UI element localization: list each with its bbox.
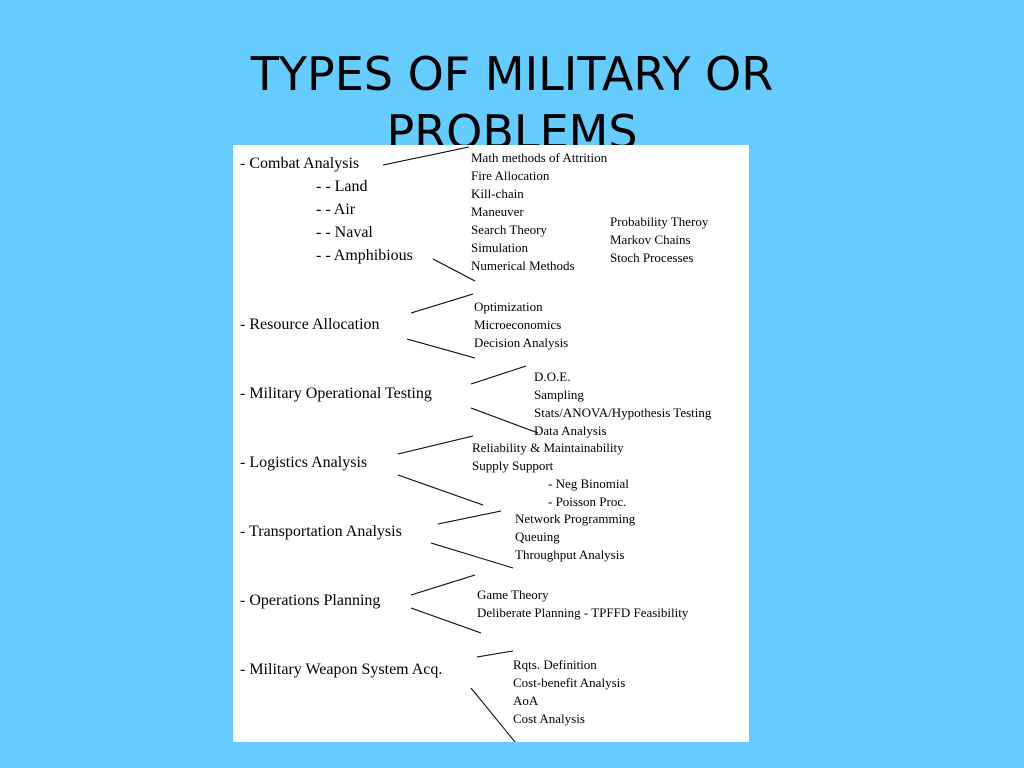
list-item: Cost Analysis (513, 711, 585, 726)
list-item: Kill-chain (471, 186, 524, 201)
list-item: Reliability & Maintainability (472, 440, 624, 455)
slide-title: TYPES OF MILITARY OR PROBLEMS (0, 45, 1024, 161)
list-item: - Neg Binomial (548, 476, 629, 491)
list-item: AoA (513, 693, 539, 708)
category-operations-planning: - Operations Planning (240, 592, 381, 609)
list-item: Supply Support (472, 458, 554, 473)
list-item: Probability Theroy (610, 214, 709, 229)
list-item: Network Programming (515, 511, 636, 526)
content-panel: - Combat Analysis - - Land - - Air - - N… (233, 145, 749, 742)
list-item: Search Theory (471, 222, 547, 237)
list-item: Decision Analysis (474, 335, 569, 350)
bracket-lines (382, 146, 539, 742)
resource-bracket-top (410, 293, 474, 314)
testing-bracket-bottom (470, 407, 539, 434)
acquisition-bracket-bottom (470, 687, 516, 742)
planning-bracket-top (410, 574, 476, 596)
list-item: Rqts. Definition (513, 657, 597, 672)
list-item: Math methods of Attrition (471, 150, 608, 165)
list-item: Throughput Analysis (515, 547, 625, 562)
list-item: Stoch Processes (610, 250, 694, 265)
testing-methods-list: D.O.E. Sampling Stats/ANOVA/Hypothesis T… (534, 368, 711, 440)
list-item: Optimization (474, 299, 543, 314)
list-item: Simulation (471, 240, 529, 255)
category-weapon-system-acq: - Military Weapon System Acq. (240, 661, 443, 678)
planning-bracket-bottom (410, 607, 482, 634)
list-item: Queuing (515, 529, 560, 544)
list-item: - Poisson Proc. (548, 494, 627, 509)
acquisition-bracket-top (476, 650, 514, 658)
category-operational-testing: - Military Operational Testing (240, 385, 432, 402)
testing-bracket-top (470, 365, 527, 385)
list-item: Maneuver (471, 204, 524, 219)
combat-bracket-top (382, 146, 470, 166)
combat-probability-list: Probability Theroy Markov Chains Stoch P… (610, 213, 708, 267)
logistics-bracket-bottom (397, 474, 484, 506)
list-item: Deliberate Planning - TPFFD Feasibility (477, 605, 689, 620)
combat-methods-list: Math methods of Attrition Fire Allocatio… (471, 149, 607, 275)
transport-bracket-bottom (430, 542, 514, 569)
combat-bracket-bottom (432, 258, 476, 282)
planning-methods-list: Game Theory Deliberate Planning - TPFFD … (477, 586, 688, 622)
transport-bracket-top (437, 510, 502, 525)
list-item: Markov Chains (610, 232, 691, 247)
logistics-bracket-top (397, 435, 474, 455)
combat-sub-land: - - Land (316, 178, 368, 195)
list-item: Cost-benefit Analysis (513, 675, 626, 690)
resource-methods-list: Optimization Microeconomics Decision Ana… (474, 298, 568, 352)
list-item: Stats/ANOVA/Hypothesis Testing (534, 405, 712, 420)
transport-methods-list: Network Programming Queuing Throughput A… (515, 510, 635, 564)
slide-title-line-1: TYPES OF MILITARY OR (250, 46, 774, 101)
category-logistics-analysis: - Logistics Analysis (240, 454, 368, 471)
list-item: Game Theory (477, 587, 549, 602)
list-item: D.O.E. (534, 369, 571, 384)
combat-sub-air: - - Air (316, 201, 356, 218)
category-resource-allocation: - Resource Allocation (240, 316, 380, 333)
list-item: Data Analysis (534, 423, 607, 438)
list-item: Sampling (534, 387, 584, 402)
list-item: Microeconomics (474, 317, 562, 332)
combat-sub-naval: - - Naval (316, 224, 373, 241)
list-item: Fire Allocation (471, 168, 550, 183)
resource-bracket-bottom (406, 338, 476, 359)
acquisition-methods-list: Rqts. Definition Cost-benefit Analysis A… (513, 656, 625, 728)
combat-sub-amphibious: - - Amphibious (316, 247, 413, 264)
logistics-methods-list: Reliability & Maintainability Supply Sup… (472, 439, 629, 511)
list-item: Numerical Methods (471, 258, 575, 273)
category-combat-analysis: - Combat Analysis (240, 155, 360, 172)
category-transportation-analysis: - Transportation Analysis (240, 523, 402, 540)
